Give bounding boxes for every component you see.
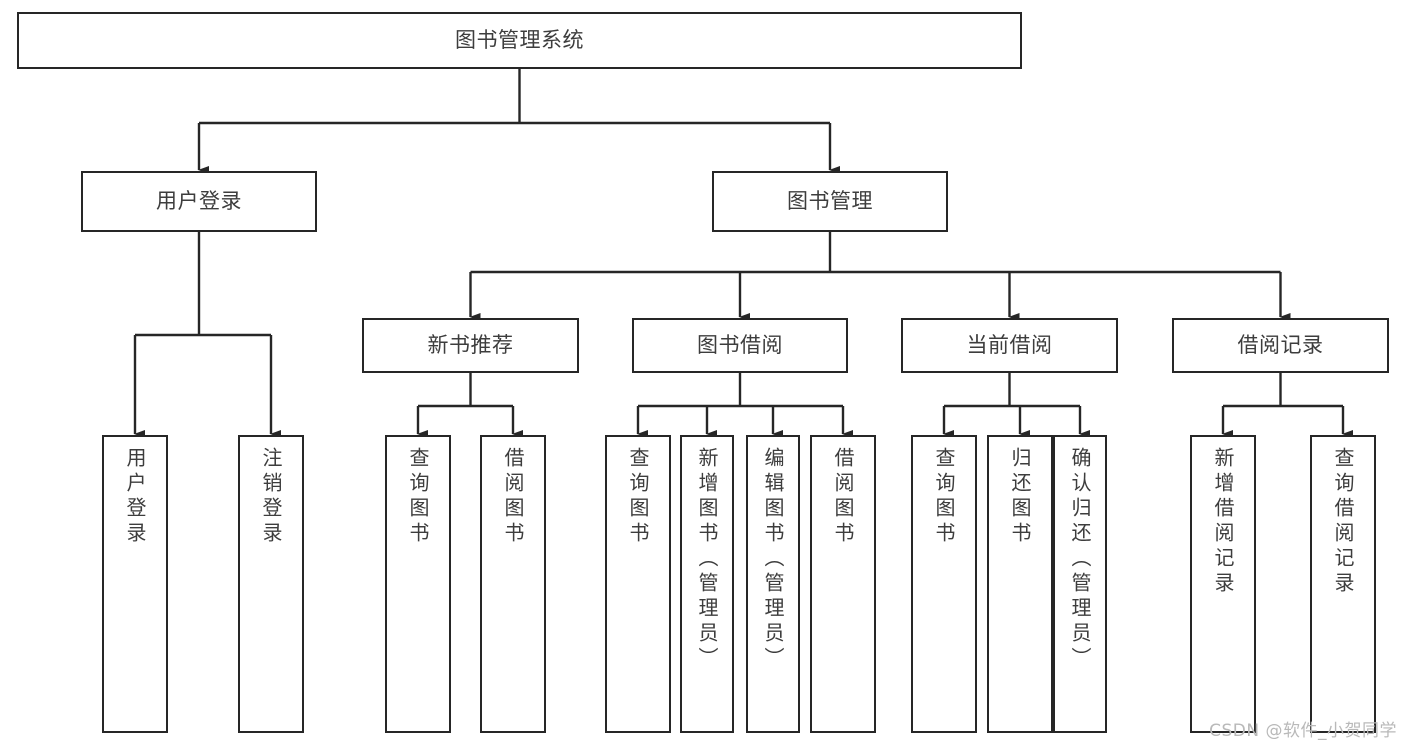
leaf-edit-book-admin[interactable]: 编辑图书（管理员） — [746, 435, 800, 733]
leaf-borrow-book-borrow-label: 借阅图书 — [831, 447, 855, 547]
node-borrow-record-label: 借阅记录 — [1237, 333, 1324, 358]
node-book-management[interactable]: 图书管理 — [712, 171, 948, 232]
node-root-label: 图书管理系统 — [455, 28, 584, 53]
leaf-confirm-return-admin[interactable]: 确认归还（管理员） — [1053, 435, 1107, 733]
leaf-query-book-borrow[interactable]: 查询图书 — [605, 435, 671, 733]
node-current-borrow[interactable]: 当前借阅 — [901, 318, 1118, 373]
node-borrow-record[interactable]: 借阅记录 — [1172, 318, 1389, 373]
leaf-borrow-book-recommendation[interactable]: 借阅图书 — [480, 435, 546, 733]
leaf-edit-book-admin-label: 编辑图书（管理员） — [761, 447, 785, 672]
leaf-confirm-return-admin-label: 确认归还（管理员） — [1068, 447, 1092, 672]
node-user-login[interactable]: 用户登录 — [81, 171, 317, 232]
leaf-borrow-book-borrow[interactable]: 借阅图书 — [810, 435, 876, 733]
leaf-return-book-label: 归还图书 — [1008, 447, 1032, 547]
leaf-query-book-current-label: 查询图书 — [932, 447, 956, 547]
node-book-borrow-label: 图书借阅 — [697, 333, 783, 358]
leaf-logout[interactable]: 注销登录 — [238, 435, 304, 733]
leaf-add-borrow-record[interactable]: 新增借阅记录 — [1190, 435, 1256, 733]
leaf-user-login[interactable]: 用户登录 — [102, 435, 168, 733]
node-root[interactable]: 图书管理系统 — [17, 12, 1022, 69]
leaf-borrow-book-recommendation-label: 借阅图书 — [501, 447, 525, 547]
node-new-book-recommendation[interactable]: 新书推荐 — [362, 318, 579, 373]
node-user-login-label: 用户登录 — [156, 189, 242, 214]
leaf-query-book-borrow-label: 查询图书 — [626, 447, 650, 547]
leaf-query-book-current[interactable]: 查询图书 — [911, 435, 977, 733]
leaf-add-borrow-record-label: 新增借阅记录 — [1211, 447, 1235, 597]
node-book-management-label: 图书管理 — [787, 189, 873, 214]
leaf-return-book[interactable]: 归还图书 — [987, 435, 1053, 733]
node-current-borrow-label: 当前借阅 — [966, 333, 1053, 358]
csdn-watermark: CSDN @软件_小贺同学 — [1209, 721, 1397, 741]
leaf-user-login-label: 用户登录 — [123, 447, 147, 547]
leaf-add-book-admin-label: 新增图书（管理员） — [695, 447, 719, 672]
node-book-borrow[interactable]: 图书借阅 — [632, 318, 848, 373]
leaf-query-borrow-record-label: 查询借阅记录 — [1331, 447, 1355, 597]
leaf-logout-label: 注销登录 — [259, 447, 283, 547]
leaf-query-book-recommendation-label: 查询图书 — [406, 447, 430, 547]
leaf-add-book-admin[interactable]: 新增图书（管理员） — [680, 435, 734, 733]
leaf-query-borrow-record[interactable]: 查询借阅记录 — [1310, 435, 1376, 733]
leaf-query-book-recommendation[interactable]: 查询图书 — [385, 435, 451, 733]
node-new-book-recommendation-label: 新书推荐 — [427, 333, 514, 358]
